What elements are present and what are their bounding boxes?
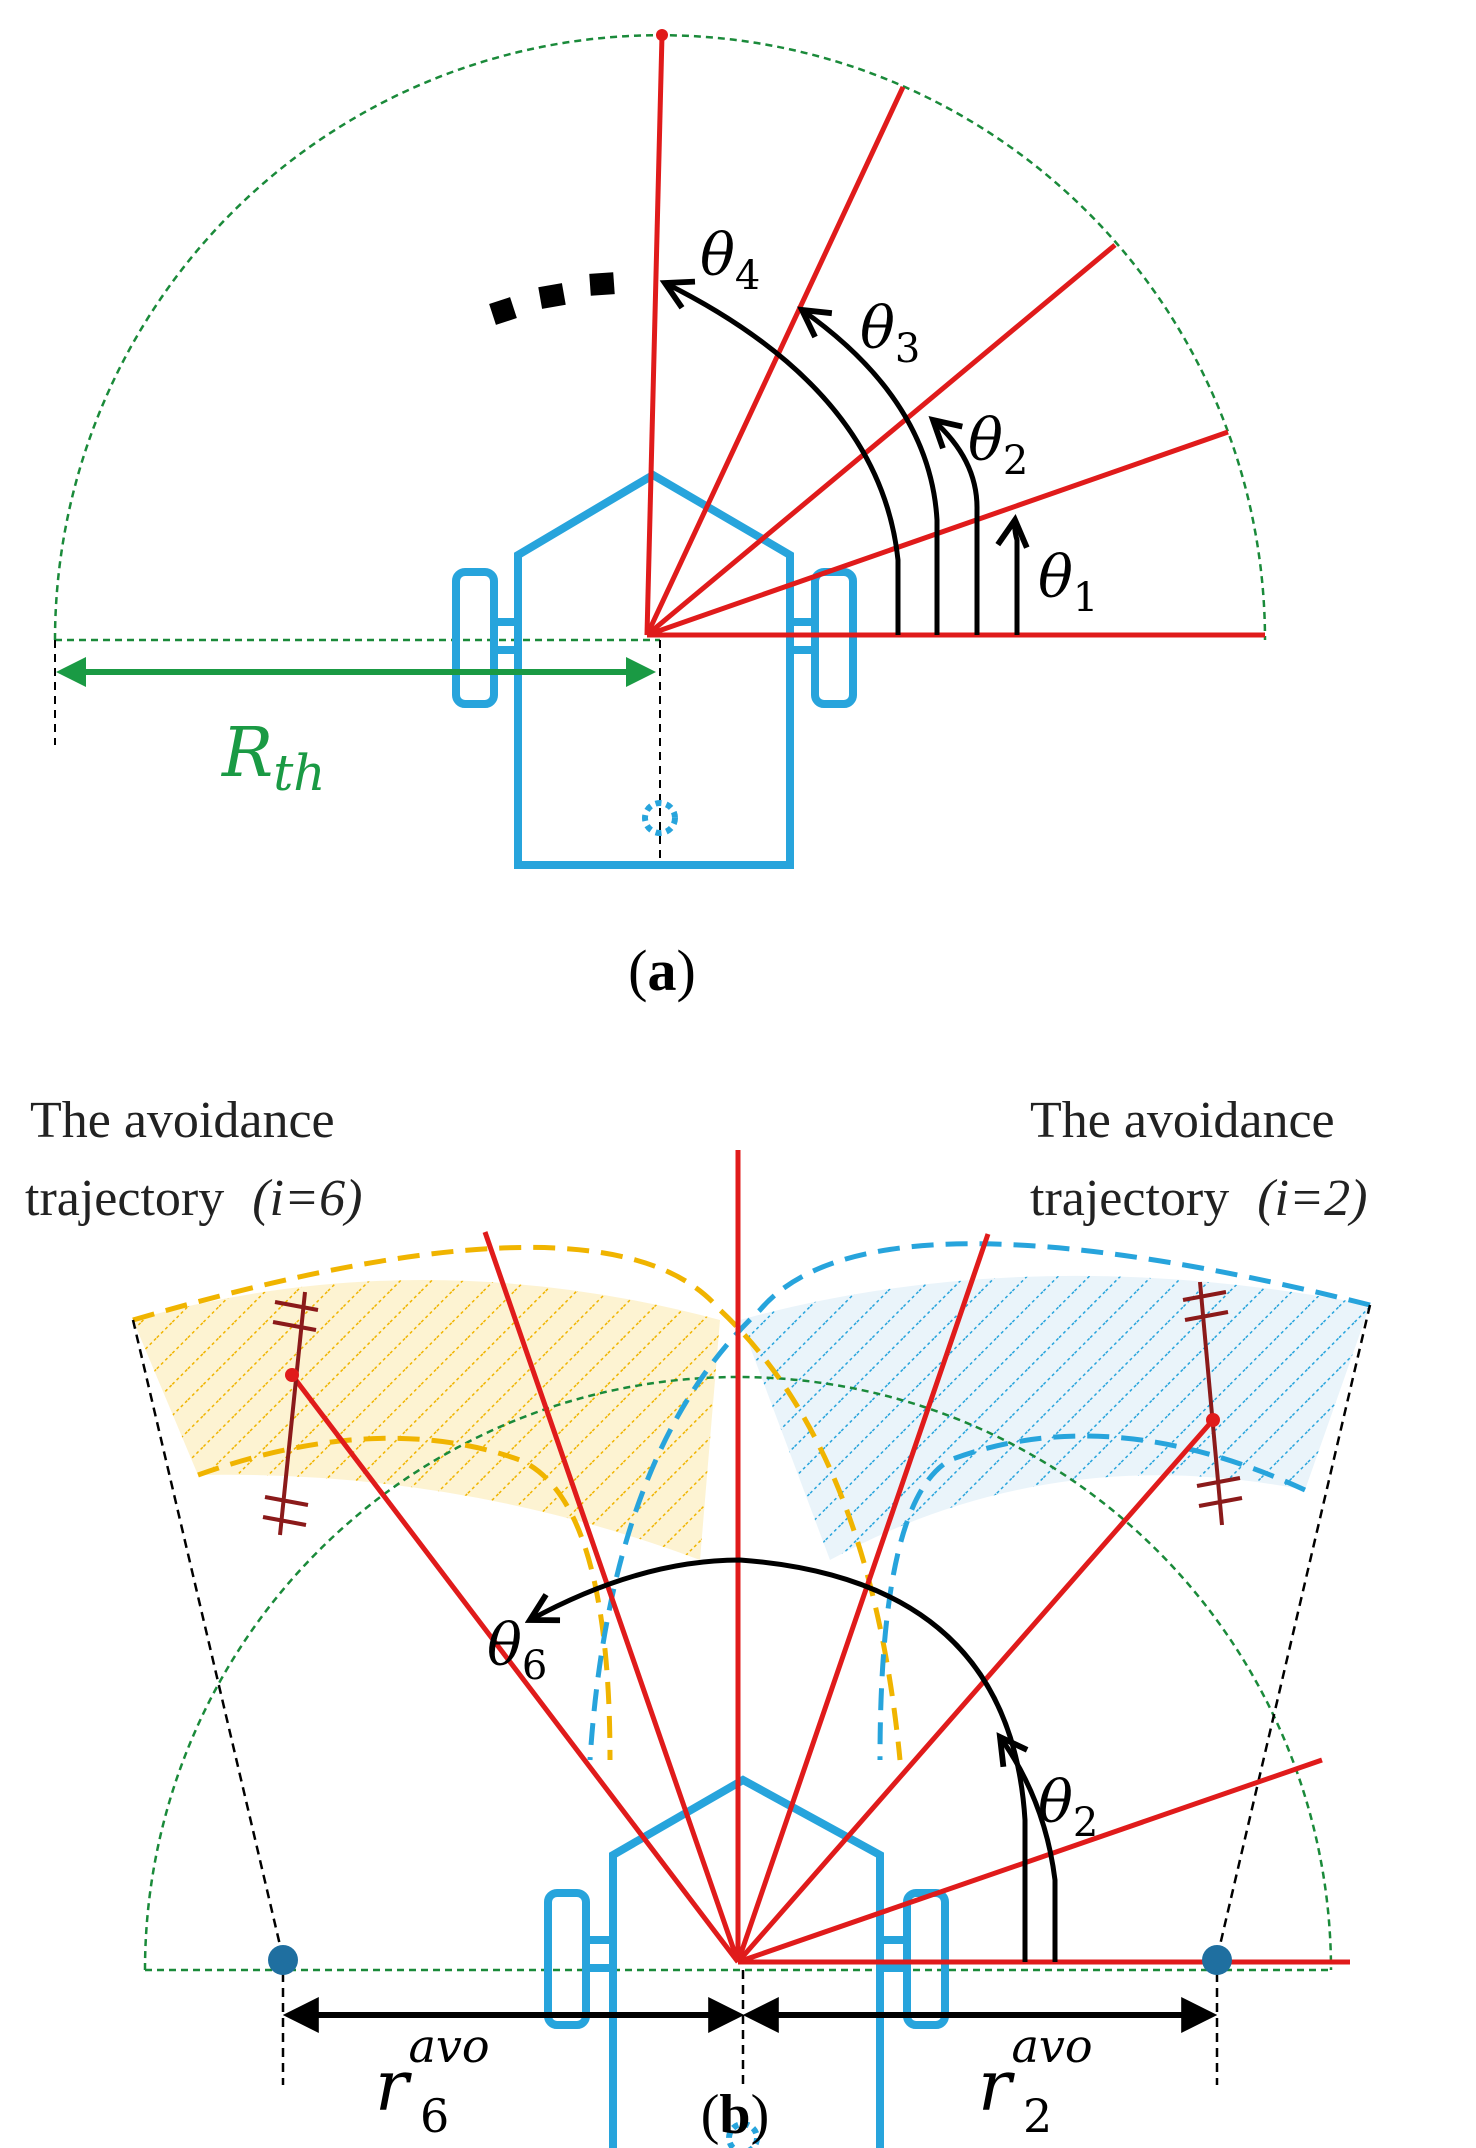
left-center-dot	[268, 1945, 298, 1975]
right-trajectory-midpoint	[1206, 1413, 1220, 1427]
angle-arc-theta-2	[1000, 1737, 1058, 1962]
ellipsis	[489, 272, 615, 325]
angle-arc-3	[802, 310, 940, 635]
radius-label: Rth	[220, 714, 326, 802]
left-trajectory-midpoint	[285, 1368, 299, 1382]
theta-3-label: θ3	[860, 294, 920, 372]
angle-arc-theta-6	[530, 1557, 1028, 1962]
left-caption-line-1: The avoidance	[30, 1092, 335, 1149]
ellipsis-dash	[589, 272, 615, 296]
panel-b-label-box: (b)	[680, 2085, 790, 2145]
angle-arcs	[665, 283, 1017, 635]
ray-tip-dot	[656, 29, 668, 41]
left-wheel	[544, 1889, 590, 2029]
panel-b-label-close: )	[750, 2084, 770, 2146]
left-trajectory-marker	[262, 1291, 319, 1536]
tick-mark	[1184, 1310, 1229, 1322]
robot-center	[642, 800, 678, 836]
ellipsis-dash	[489, 297, 517, 325]
marker-line	[278, 1291, 307, 1536]
ray-3	[736, 1418, 1215, 1964]
ellipsis-dash	[538, 283, 566, 309]
theta-2-label: θ2	[1038, 1768, 1098, 1846]
ray-3	[645, 243, 1117, 637]
ray-7	[290, 1373, 740, 1964]
left-trajectory	[132, 1245, 903, 1761]
marker-line	[1198, 1281, 1224, 1526]
rays	[644, 34, 1265, 638]
panel-b-label-letter: b	[719, 2084, 751, 2146]
left-wheel	[452, 568, 498, 708]
theta-6-label: θ6	[487, 1611, 547, 1689]
left-caption: The avoidance trajectory(i=6)	[25, 1092, 362, 1227]
tick-mark	[274, 1300, 319, 1312]
tick-mark	[1198, 1496, 1243, 1508]
right-avoidance-band	[740, 1275, 1370, 1560]
right-axle	[876, 1936, 911, 1972]
left-boundary	[131, 1319, 285, 1959]
angle-arc-4	[665, 283, 901, 635]
ray-6	[482, 1231, 741, 1963]
left-caption-line-2: trajectory(i=6)	[25, 1170, 362, 1227]
right-caption-line-1: The avoidance	[1030, 1092, 1335, 1149]
tick-mark	[1182, 1290, 1227, 1302]
right-trajectory	[587, 1241, 1371, 1761]
right-caption-line-2: trajectory(i=2)	[1030, 1170, 1367, 1227]
right-center-dot	[1202, 1945, 1232, 1975]
right-wheel	[903, 1889, 949, 2029]
panel-a: θ1 θ2 θ3 θ4 Rth (a)	[53, 29, 1267, 1003]
tick-mark	[262, 1515, 307, 1527]
ray-4	[735, 1233, 991, 1963]
right-wheel	[811, 568, 857, 708]
left-trajectory-inner	[197, 1435, 613, 1761]
angle-labels: θ2 θ6	[487, 1611, 1098, 1846]
robot-body	[514, 470, 794, 869]
ray-5	[644, 34, 665, 636]
right-trajectory-outer	[587, 1241, 1371, 1761]
angle-arc-1	[1015, 520, 1017, 635]
tick-mark	[264, 1495, 309, 1507]
right-boundary	[1215, 1304, 1372, 1959]
right-trajectory-marker	[1182, 1281, 1243, 1526]
tick-mark	[1196, 1476, 1241, 1488]
range-arc	[143, 1375, 1333, 1971]
panel-b-label-open: (	[700, 2084, 720, 2146]
angle-labels: θ1 θ2 θ3 θ4	[700, 221, 1098, 621]
robot-center	[726, 2121, 760, 2148]
tick-mark	[272, 1320, 317, 1332]
theta-2-label: θ2	[968, 406, 1028, 484]
right-caption: The avoidance trajectory(i=2)	[1030, 1092, 1367, 1227]
rays	[290, 1150, 1350, 1965]
left-axle	[490, 618, 522, 654]
ray-4	[644, 85, 906, 637]
theta-1-label: θ1	[1038, 543, 1098, 621]
angle-arc-2	[933, 420, 980, 635]
left-axle	[582, 1936, 617, 1972]
ray-2	[737, 1757, 1323, 1965]
theta-4-label: θ4	[700, 221, 760, 299]
angle-arcs	[530, 1557, 1058, 1962]
panel-a-label: (a)	[628, 938, 696, 1003]
left-avoidance-band	[133, 1280, 720, 1560]
